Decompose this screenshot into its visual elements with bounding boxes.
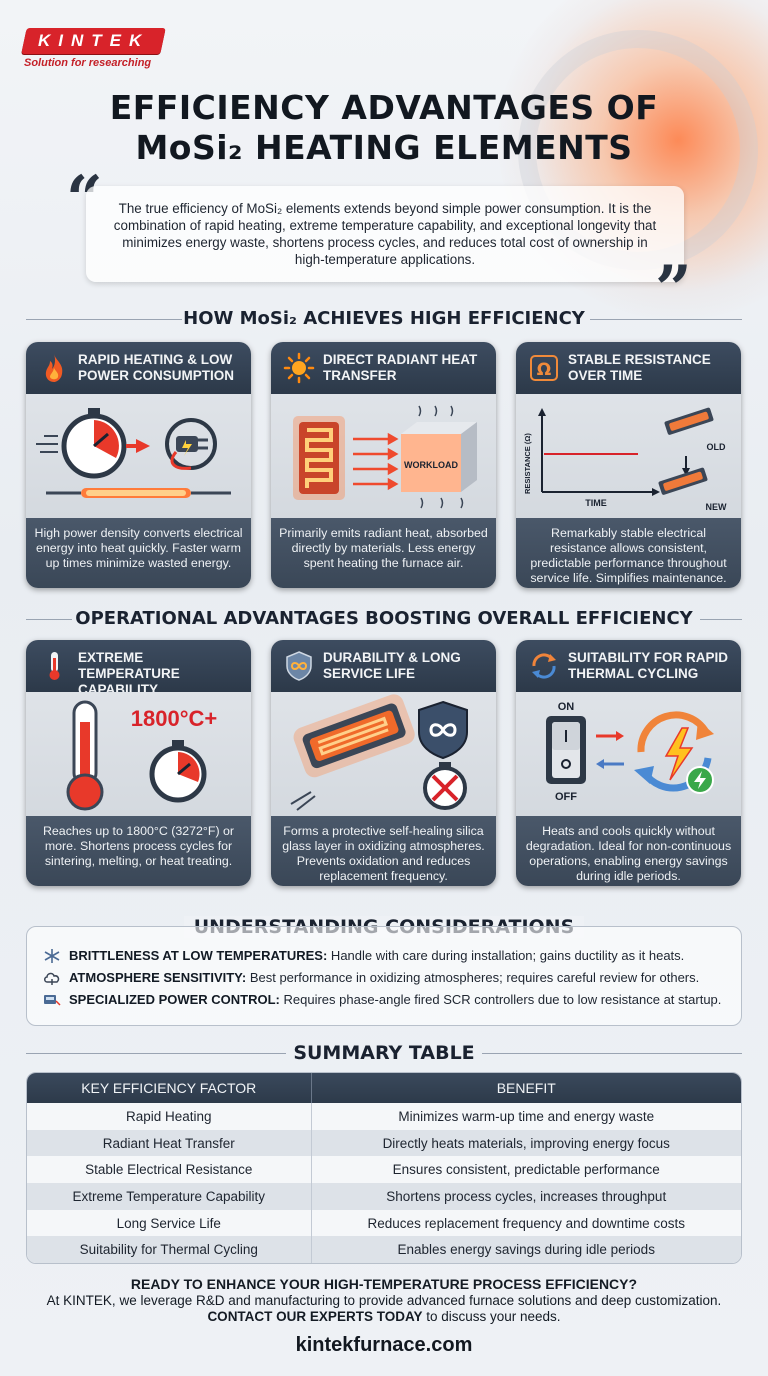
close-quote-icon: ”: [655, 252, 692, 327]
table-header-row: KEY EFFICIENCY FACTOR BENEFIT: [27, 1073, 741, 1103]
kintek-logo[interactable]: KINTEK Solution for researching: [21, 28, 167, 69]
card-description: Primarily emits radiant heat, absorbed d…: [271, 518, 496, 588]
card-title: EXTREME TEMPERATURE CAPABILITY: [78, 650, 180, 697]
how-cards-row: RAPID HEATING & LOW POWER CONSUMPTION: [26, 342, 742, 588]
consideration-item: SPECIALIZED POWER CONTROL: Requires phas…: [43, 989, 725, 1011]
logo-tagline: Solution for researching: [24, 57, 152, 69]
card-illustration: [26, 394, 251, 518]
card-durability: DURABILITY & LONG SERVICE LIFE: [271, 640, 496, 886]
title-line-1: EFFICIENCY ADVANTAGES OF: [109, 88, 659, 127]
off-label: OFF: [555, 791, 577, 803]
sun-icon: [283, 352, 315, 384]
card-rapid-heating: RAPID HEATING & LOW POWER CONSUMPTION: [26, 342, 251, 588]
heating-element-illustration: [290, 694, 468, 811]
contact-experts-link[interactable]: CONTACT OUR EXPERTS TODAY: [207, 1309, 423, 1324]
temperature-label: 1800°C+: [131, 706, 217, 731]
resistance-graph-illustration: RESISTANCE (Ω) TIME OLD NEW: [523, 407, 728, 512]
card-radiant-heat: DIRECT RADIANT HEAT TRANSFER: [271, 342, 496, 588]
svg-text:Ω: Ω: [537, 360, 551, 380]
section-operational-heading: OPERATIONAL ADVANTAGES BOOSTING OVERALL …: [0, 608, 768, 629]
card-title: DIRECT RADIANT HEAT TRANSFER: [323, 352, 478, 383]
axis-x-label: TIME: [585, 498, 607, 508]
website-link[interactable]: kintekfurnace.com: [295, 1334, 473, 1356]
column-header: BENEFIT: [311, 1073, 741, 1103]
thermometer-icon: [49, 652, 60, 680]
page-title: EFFICIENCY ADVANTAGES OF MoSi₂ HEATING E…: [0, 88, 768, 168]
section-summary-heading: SUMMARY TABLE: [0, 1042, 768, 1064]
workload-label: WORKLOAD: [404, 460, 458, 470]
axis-y-label: RESISTANCE (Ω): [523, 433, 532, 494]
operational-cards-row: EXTREME TEMPERATURE CAPABILITY 1800°C+ R…: [26, 640, 742, 886]
card-title: SUITABILITY FOR RAPID THERMAL CYCLING: [568, 650, 729, 681]
ohm-icon: Ω: [530, 355, 558, 381]
old-label: OLD: [707, 442, 726, 452]
controller-icon: [44, 995, 61, 1006]
consideration-item: ATMOSPHERE SENSITIVITY: Best performance…: [43, 967, 725, 989]
card-thermal-cycling: SUITABILITY FOR RAPID THERMAL CYCLING ON…: [516, 640, 741, 886]
card-description: High power density converts electrical e…: [26, 518, 251, 588]
card-description: Forms a protective self-healing silica g…: [271, 816, 496, 886]
card-illustration: 1800°C+: [26, 692, 251, 816]
flame-icon: [45, 354, 63, 382]
card-stable-resistance: Ω STABLE RESISTANCE OVER TIME RESISTANCE…: [516, 342, 741, 588]
section-how-heading: HOW MoSi₂ ACHIEVES HIGH EFFICIENCY: [0, 308, 768, 329]
card-title: DURABILITY & LONG SERVICE LIFE: [323, 650, 461, 681]
switch-cycling-illustration: ON OFF: [546, 701, 714, 803]
logo-text: KINTEK: [38, 31, 150, 50]
cta-question: READY TO ENHANCE YOUR HIGH-TEMPERATURE P…: [130, 1276, 638, 1292]
card-illustration: WORKLOAD: [271, 394, 496, 518]
title-line-2: MoSi₂ HEATING ELEMENTS: [135, 128, 633, 167]
card-extreme-temperature: EXTREME TEMPERATURE CAPABILITY 1800°C+ R…: [26, 640, 251, 886]
column-header: KEY EFFICIENCY FACTOR: [27, 1073, 312, 1103]
considerations-box: BRITTLENESS AT LOW TEMPERATURES: Handle …: [26, 926, 742, 1026]
card-illustration: ON OFF: [516, 692, 741, 816]
thermometer-stopwatch-illustration: 1800°C+: [66, 700, 217, 811]
stopwatch-plug-illustration: [36, 408, 231, 498]
card-illustration: RESISTANCE (Ω) TIME OLD NEW: [516, 394, 741, 518]
call-to-action: READY TO ENHANCE YOUR HIGH-TEMPERATURE P…: [0, 1276, 768, 1326]
card-title: RAPID HEATING & LOW POWER CONSUMPTION: [78, 352, 235, 383]
snowflake-icon: [44, 949, 60, 963]
shield-infinity-icon: [286, 651, 312, 681]
radiant-heat-illustration: WORKLOAD: [293, 405, 477, 509]
card-description: Remarkably stable electrical resistance …: [516, 518, 741, 588]
card-description: Reaches up to 1800°C (3272°F) or more. S…: [26, 816, 251, 886]
on-label: ON: [558, 701, 575, 713]
new-label: NEW: [706, 502, 728, 512]
cta-body: At KINTEK, we leverage R&D and manufactu…: [46, 1292, 722, 1308]
cycle-arrows-icon: [532, 653, 556, 679]
card-title: STABLE RESISTANCE OVER TIME: [568, 352, 711, 383]
summary-table: KEY EFFICIENCY FACTOR BENEFIT Rapid Heat…: [26, 1072, 742, 1265]
card-illustration: [271, 692, 496, 816]
intro-quote: The true efficiency of MoSi₂ elements ex…: [86, 186, 684, 282]
card-description: Heats and cools quickly without degradat…: [516, 816, 741, 886]
consideration-item: BRITTLENESS AT LOW TEMPERATURES: Handle …: [43, 945, 725, 967]
cloud-icon: [44, 972, 60, 985]
